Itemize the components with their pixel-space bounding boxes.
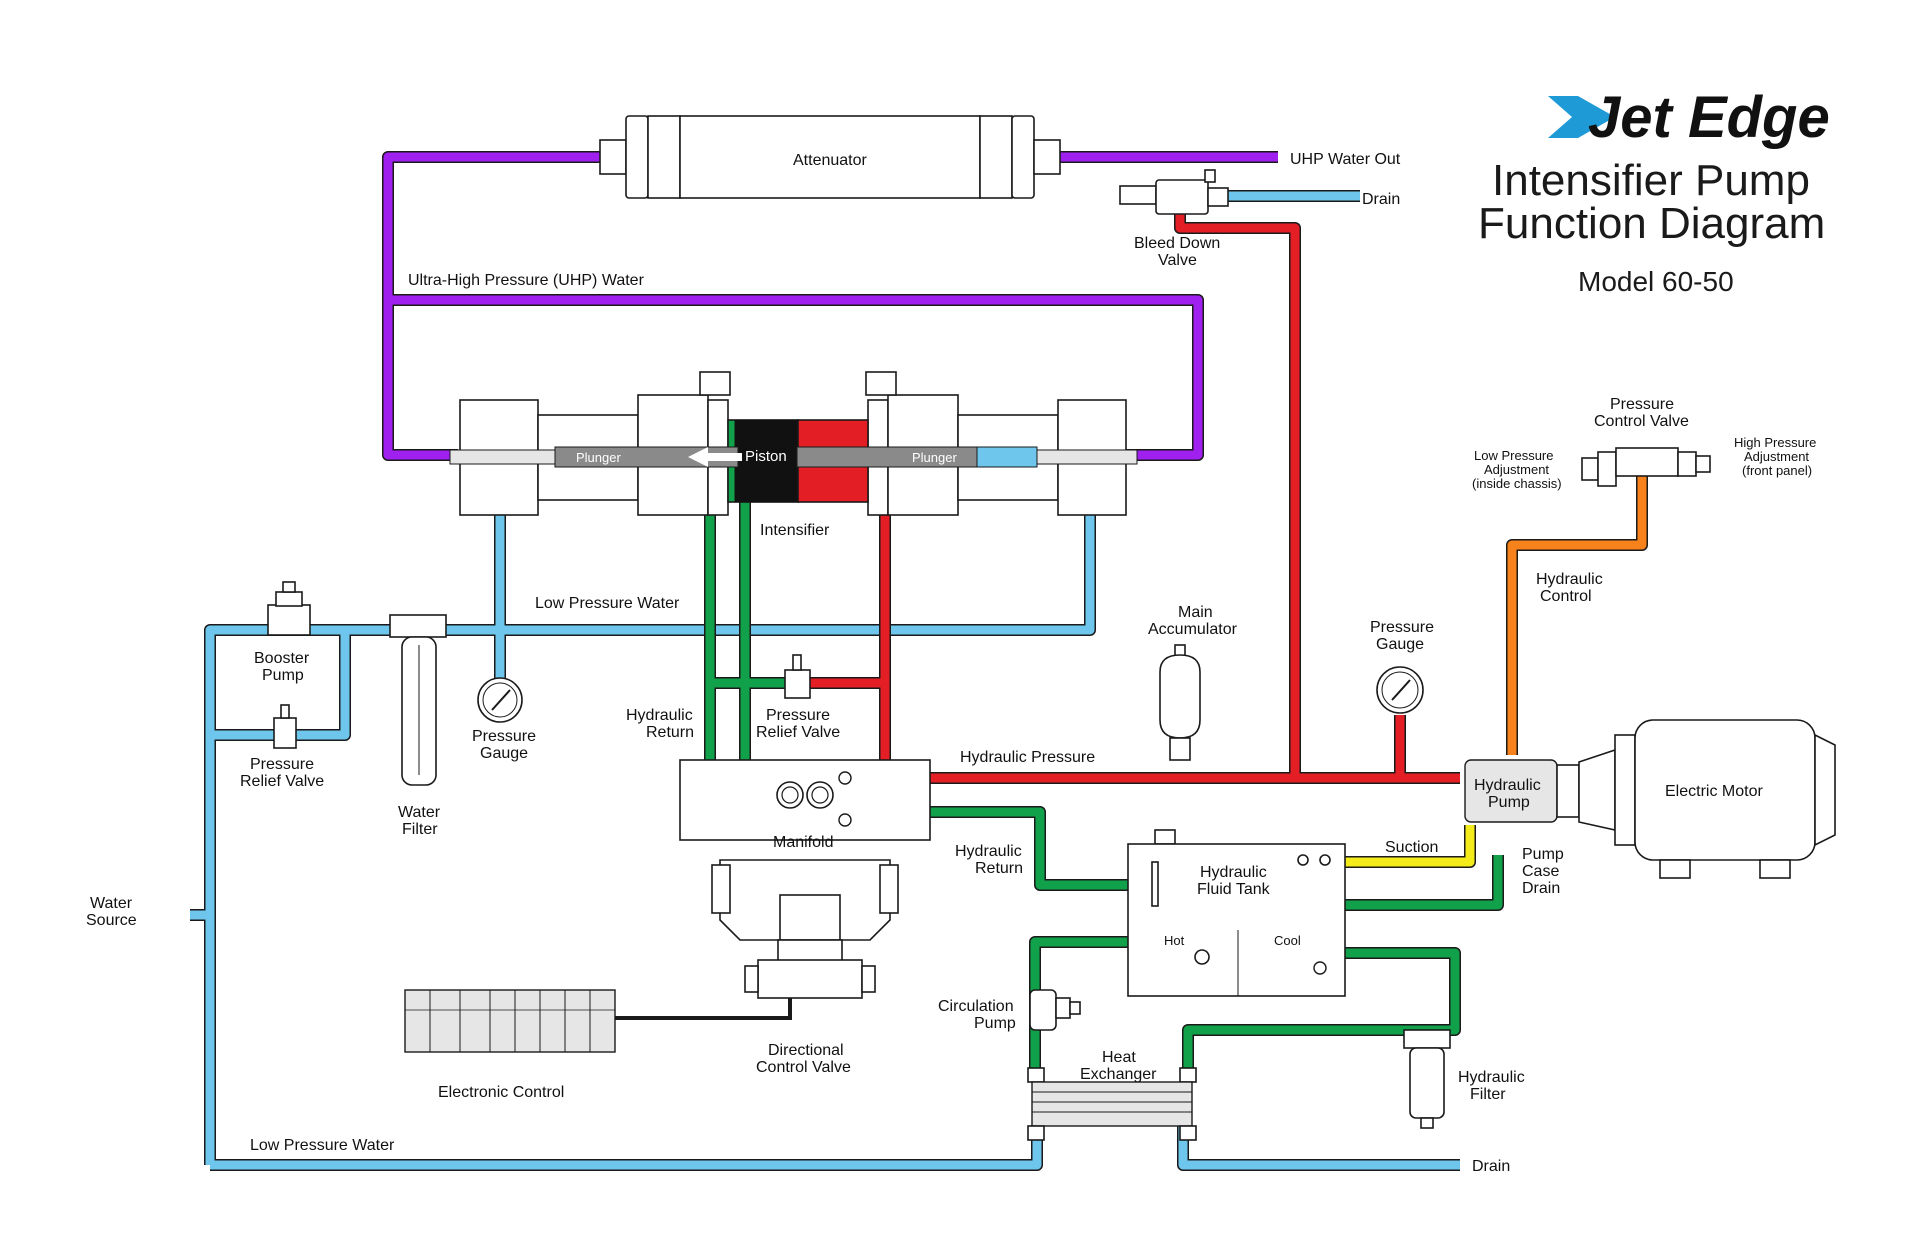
hydraulic-pump: [1464, 759, 1580, 823]
drain-top-label: Drain: [1362, 191, 1400, 208]
hot-label: Hot: [1164, 933, 1185, 948]
pressure-relief-mid-label-1: Pressure: [766, 707, 830, 724]
high-pressure-adj-label-2: Adjustment: [1744, 449, 1809, 464]
pressure-relief-mid-label-2: Relief Valve: [756, 724, 840, 741]
plunger-right-label: Plunger: [912, 450, 957, 465]
pressure-control-valve: [1581, 447, 1711, 487]
intensifier: Plunger Piston Plunger: [449, 371, 1138, 516]
pressure-control-valve-label-2: Control Valve: [1594, 413, 1689, 430]
model-label: Model 60-50: [1578, 266, 1734, 297]
hydraulic-pump-label-2: Pump: [1488, 794, 1530, 811]
uhp-water-label: Ultra-High Pressure (UHP) Water: [408, 272, 645, 289]
cool-label: Cool: [1274, 933, 1301, 948]
electronic-control-label: Electronic Control: [438, 1084, 564, 1101]
bleed-down-valve-label-2: Valve: [1158, 252, 1197, 269]
booster-pump-label-2: Pump: [262, 667, 304, 684]
hydraulic-return-mid-label-1: Hydraulic: [955, 843, 1022, 860]
high-pressure-adj-label-1: High Pressure: [1734, 435, 1816, 450]
hydraulic-return-top-label-2: Return: [646, 724, 694, 741]
hydraulic-control-label-1: Hydraulic: [1536, 571, 1603, 588]
circulation-pump-label-1: Circulation: [938, 998, 1014, 1015]
pump-case-drain-label-3: Drain: [1522, 880, 1560, 897]
title-line-1: Intensifier Pump: [1492, 156, 1810, 205]
brand-logo: Jet Edge: [1548, 85, 1830, 150]
hydraulic-control-label-2: Control: [1540, 588, 1592, 605]
water-filter-label-2: Filter: [402, 821, 438, 838]
pressure-control-valve-label-1: Pressure: [1610, 396, 1674, 413]
pressure-gauge-left-label-2: Gauge: [480, 745, 528, 762]
brand-name: Jet Edge: [1588, 85, 1830, 150]
intensifier-label: Intensifier: [760, 522, 830, 539]
pump-case-drain-label-2: Case: [1522, 863, 1559, 880]
electric-motor-label: Electric Motor: [1665, 783, 1763, 800]
electric-motor: [1578, 719, 1836, 879]
circulation-pump-label-2: Pump: [974, 1015, 1016, 1032]
pressure-gauge-left: [477, 677, 523, 723]
pressure-relief-valve-mid: [784, 654, 811, 699]
directional-valve-label-2: Control Valve: [756, 1059, 851, 1076]
heat-exchanger: [1027, 1067, 1197, 1141]
hydraulic-filter-label-2: Filter: [1470, 1086, 1506, 1103]
attenuator: Attenuator: [599, 115, 1061, 199]
plunger-left-label: Plunger: [576, 450, 621, 465]
hydraulic-return-mid-label-2: Return: [975, 860, 1023, 877]
main-accumulator-label-2: Accumulator: [1148, 621, 1238, 638]
hydraulic-filter-label-1: Hydraulic: [1458, 1069, 1525, 1086]
hydraulic-pressure-pipes: [810, 205, 1460, 784]
high-pressure-adj-label-3: (front panel): [1742, 463, 1812, 478]
hydraulic-pressure-label: Hydraulic Pressure: [960, 749, 1095, 766]
arrow-left-icon: [688, 447, 742, 467]
low-pressure-adj-label-2: Adjustment: [1484, 462, 1549, 477]
heat-exchanger-label-1: Heat: [1102, 1049, 1136, 1066]
uhp-water-out-label: UHP Water Out: [1290, 151, 1401, 168]
title-line-2: Function Diagram: [1478, 199, 1825, 248]
pump-case-drain-label-1: Pump: [1522, 846, 1564, 863]
main-accumulator: [1159, 644, 1201, 761]
pressure-gauge-right-label-2: Gauge: [1376, 636, 1424, 653]
water-source-label-2: Source: [86, 912, 137, 929]
booster-pump: [267, 581, 311, 636]
suction-label: Suction: [1385, 839, 1438, 856]
pressure-relief-left-label-2: Relief Valve: [240, 773, 324, 790]
pressure-relief-valve-left: [273, 704, 297, 749]
hydraulic-pump-label-1: Hydraulic: [1474, 777, 1541, 794]
suction-pipe: [1345, 825, 1476, 868]
manifold-label: Manifold: [773, 834, 833, 851]
water-source-label-1: Water: [90, 895, 133, 912]
circulation-pump: [1029, 989, 1081, 1031]
low-pressure-water-top-label: Low Pressure Water: [535, 595, 680, 612]
uhp-water-pipes: [382, 151, 1278, 461]
low-pressure-adj-label-1: Low Pressure: [1474, 448, 1553, 463]
hydraulic-fluid-tank-label-1: Hydraulic: [1200, 864, 1267, 881]
heat-exchanger-label-2: Exchanger: [1080, 1066, 1157, 1083]
piston-label: Piston: [745, 448, 787, 465]
attenuator-label: Attenuator: [793, 152, 868, 169]
electronic-control: [404, 989, 616, 1053]
pressure-relief-left-label-1: Pressure: [250, 756, 314, 773]
water-filter: [389, 614, 447, 786]
booster-pump-label-1: Booster: [254, 650, 310, 667]
hydraulic-filter: [1403, 1029, 1451, 1129]
drain-bottom-label: Drain: [1472, 1158, 1510, 1175]
hydraulic-fluid-tank-label-2: Fluid Tank: [1197, 881, 1271, 898]
low-pressure-water-bottom-label: Low Pressure Water: [250, 1137, 395, 1154]
pressure-gauge-right: [1376, 666, 1424, 714]
pressure-gauge-left-label-1: Pressure: [472, 728, 536, 745]
directional-valve-label-1: Directional: [768, 1042, 844, 1059]
directional-control-valve: [744, 939, 876, 999]
water-filter-label-1: Water: [398, 804, 441, 821]
bleed-down-valve-label-1: Bleed Down: [1134, 235, 1220, 252]
hydraulic-fluid-tank: [1127, 829, 1346, 997]
manifold: [679, 759, 931, 941]
bleed-down-valve: [1119, 169, 1229, 215]
main-accumulator-label-1: Main: [1178, 604, 1213, 621]
hydraulic-return-top-label-1: Hydraulic: [626, 707, 693, 724]
pressure-gauge-right-label-1: Pressure: [1370, 619, 1434, 636]
low-pressure-adj-label-3: (inside chassis): [1472, 476, 1562, 491]
brand-chevron-icon: [1548, 96, 1615, 138]
hydraulic-control-pipe: [1506, 475, 1648, 755]
